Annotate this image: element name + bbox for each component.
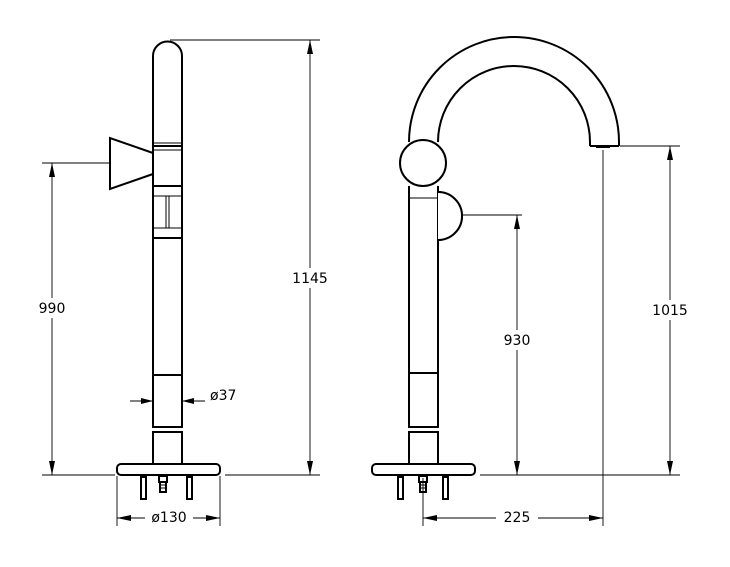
left-dimensions: 1145 990 ø37 ø130 <box>32 39 334 528</box>
dim-right-handle-height-label: 930 <box>504 333 531 349</box>
left-lever-handle <box>109 136 154 191</box>
right-base-plate <box>371 463 476 476</box>
left-column-top <box>152 40 183 146</box>
left-column-middle <box>152 374 183 428</box>
right-view <box>371 36 620 500</box>
dim-spout-height-label: 1015 <box>652 303 688 319</box>
left-handle-hub <box>152 145 183 187</box>
right-column-middle <box>408 372 439 428</box>
right-ball-joint <box>399 139 447 187</box>
left-column-lower <box>152 431 183 465</box>
left-grip-section <box>152 185 183 239</box>
right-spout-arc <box>408 36 620 143</box>
dim-total-height-label: 1145 <box>292 271 328 287</box>
right-column-lower <box>408 431 439 465</box>
dim-handle-height-label: 990 <box>39 301 66 317</box>
right-dimensions: 1015 930 225 <box>422 145 698 528</box>
dim-body-diameter-label: ø37 <box>210 388 236 404</box>
dim-spout-reach-label: 225 <box>504 510 531 526</box>
left-view <box>109 40 221 500</box>
right-spout-outlet <box>596 145 610 148</box>
left-mounting-bolts <box>140 475 193 500</box>
left-base-plate <box>116 463 221 476</box>
dim-base-diameter-label: ø130 <box>151 510 186 526</box>
